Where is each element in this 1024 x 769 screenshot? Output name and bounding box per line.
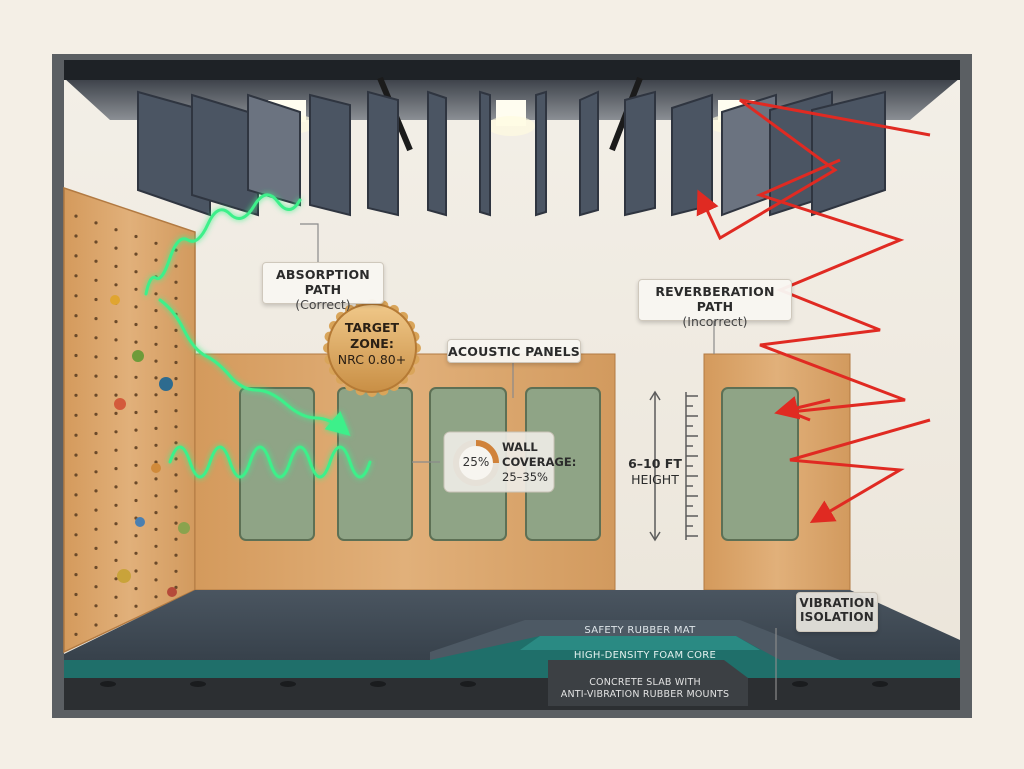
vibration-callout: VIBRATION ISOLATION	[796, 592, 878, 632]
layer-slab-line1: CONCRETE SLAB WITH	[589, 677, 701, 688]
absorption-subtitle: (Correct)	[295, 297, 351, 312]
slab-cutaway	[548, 660, 748, 706]
coverage-donut	[443, 431, 555, 493]
absorption-title: ABSORPTION PATH	[276, 267, 370, 297]
acoustic-panels-callout: ACOUSTIC PANELS	[447, 339, 581, 363]
height-line1: 6–10 FT	[628, 456, 682, 471]
coverage-percent: 25%	[462, 455, 490, 469]
vibration-line2: ISOLATION	[799, 610, 874, 624]
climbing-holds	[110, 295, 190, 597]
layer-slab-label: CONCRETE SLAB WITH ANTI-VIBRATION RUBBER…	[560, 677, 730, 701]
height-ruler	[649, 390, 698, 542]
height-text: 6–10 FT HEIGHT	[620, 456, 690, 488]
ceiling-baffles	[137, 90, 886, 217]
layer-mat-label: SAFETY RUBBER MAT	[584, 625, 696, 636]
layer-slab-line2: ANTI-VIBRATION RUBBER MOUNTS	[560, 689, 730, 700]
vibration-line1: VIBRATION	[799, 596, 875, 610]
target-zone-line1: TARGET	[344, 320, 400, 335]
target-zone-text: TARGET ZONE: NRC 0.80+	[330, 320, 414, 368]
coverage-line2: COVERAGE:	[502, 455, 577, 469]
acoustic-panels-label: ACOUSTIC PANELS	[448, 344, 580, 359]
layer-foam-label: HIGH-DENSITY FOAM CORE	[573, 650, 717, 661]
climbing-wall-holes	[74, 214, 178, 637]
callout-leaders	[300, 223, 777, 700]
absorption-path	[144, 193, 372, 479]
rubber-mounts	[100, 681, 888, 687]
reverberation-callout: REVERBERATION PATH (Incorrect)	[638, 279, 792, 329]
coverage-line1: WALL	[502, 440, 538, 454]
climbing-wall	[63, 186, 196, 654]
coverage-line3: 25–35%	[502, 470, 548, 484]
foam-core-highlight	[520, 636, 760, 650]
target-zone-badge	[323, 299, 421, 397]
height-line2: HEIGHT	[631, 472, 679, 487]
coverage-text: WALL COVERAGE: 25–35%	[502, 440, 577, 485]
ceiling-beam	[64, 60, 960, 80]
target-zone-line2: ZONE:	[350, 336, 394, 351]
reverberation-path	[696, 98, 931, 524]
target-zone-line3: NRC 0.80+	[337, 352, 407, 367]
concrete-slab	[64, 678, 960, 710]
absorption-callout: ABSORPTION PATH (Correct)	[262, 262, 384, 312]
reverberation-title: REVERBERATION PATH	[655, 284, 775, 314]
reverberation-subtitle: (Incorrect)	[682, 314, 748, 329]
